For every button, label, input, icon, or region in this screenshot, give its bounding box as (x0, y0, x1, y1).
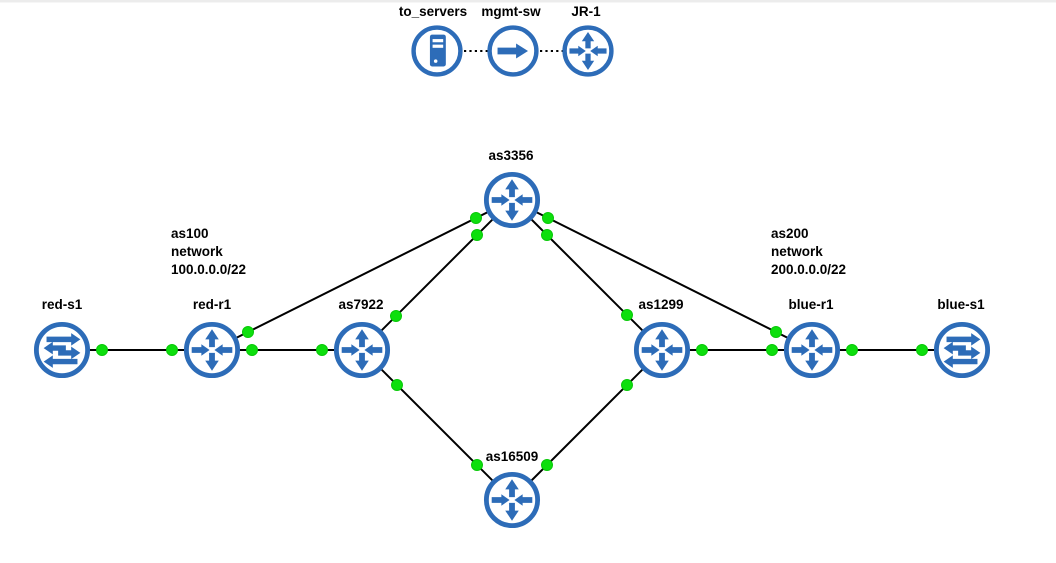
node-mgmt-sw[interactable] (490, 28, 537, 75)
node-label-as7922[interactable]: as7922 (338, 297, 383, 312)
node-label-as1299[interactable]: as1299 (638, 297, 683, 312)
node-label-red-r1[interactable]: red-r1 (193, 297, 232, 312)
labels-layer: to_servers mgmt-sw JR-1 as3356 red-s1 re… (42, 4, 985, 464)
annotation-line: as100 (171, 226, 209, 241)
arrow-switch-icon (490, 28, 537, 75)
annotation-line: 200.0.0.0/22 (771, 262, 846, 277)
annotation-as200[interactable]: as200 network 200.0.0.0/22 (771, 226, 846, 277)
port-status-dot (541, 459, 553, 471)
node-blue-r1[interactable] (786, 324, 837, 375)
port-status-dot (166, 344, 178, 356)
port-status-dot (696, 344, 708, 356)
port-status-dot (621, 309, 633, 321)
annotation-line: as200 (771, 226, 809, 241)
node-label-as3356[interactable]: as3356 (488, 148, 534, 163)
toolbar-bottom-edge (0, 0, 1056, 3)
link-as7922--as3356[interactable] (361, 199, 513, 351)
port-status-dot (390, 310, 402, 322)
router-icon (565, 28, 612, 75)
port-status-dot (541, 229, 553, 241)
port-status-layer (96, 212, 928, 471)
node-red-r1[interactable] (186, 324, 237, 375)
annotation-as100[interactable]: as100 network 100.0.0.0/22 (171, 226, 246, 277)
port-status-dot (391, 379, 403, 391)
node-as7922[interactable] (336, 324, 387, 375)
router-icon (636, 324, 687, 375)
annotation-line: network (771, 244, 823, 259)
ethernet-switch-icon (36, 324, 87, 375)
port-status-dot (770, 326, 782, 338)
annotation-line: 100.0.0.0/22 (171, 262, 246, 277)
port-status-dot (471, 459, 483, 471)
port-status-dot (246, 344, 258, 356)
router-icon (786, 324, 837, 375)
node-label-as16509[interactable]: as16509 (486, 449, 539, 464)
annotation-line: network (171, 244, 223, 259)
node-red-s1[interactable] (36, 324, 87, 375)
port-status-dot (471, 229, 483, 241)
port-status-dot (542, 212, 554, 224)
node-label-blue-r1[interactable]: blue-r1 (788, 297, 834, 312)
port-status-dot (621, 379, 633, 391)
port-status-dot (470, 212, 482, 224)
link-as1299--as16509[interactable] (511, 349, 663, 501)
router-icon (186, 324, 237, 375)
link-as3356--blue-r1[interactable] (511, 199, 813, 351)
router-icon (486, 174, 537, 225)
port-status-dot (846, 344, 858, 356)
node-label-to_servers[interactable]: to_servers (399, 4, 467, 19)
server-icon (414, 28, 461, 75)
port-status-dot (316, 344, 328, 356)
port-status-dot (242, 326, 254, 338)
node-label-blue-s1[interactable]: blue-s1 (937, 297, 985, 312)
link-red-r1--as3356[interactable] (211, 199, 513, 351)
node-as16509[interactable] (486, 474, 537, 525)
node-label-red-s1[interactable]: red-s1 (42, 297, 83, 312)
node-blue-s1[interactable] (936, 324, 987, 375)
node-as1299[interactable] (636, 324, 687, 375)
link-as3356--as1299[interactable] (511, 199, 663, 351)
link-as7922--as16509[interactable] (361, 349, 513, 501)
node-label-JR-1[interactable]: JR-1 (571, 4, 601, 19)
router-icon (486, 474, 537, 525)
port-status-dot (916, 344, 928, 356)
port-status-dot (96, 344, 108, 356)
port-status-dot (766, 344, 778, 356)
node-label-mgmt-sw[interactable]: mgmt-sw (481, 4, 541, 19)
node-JR-1[interactable] (565, 28, 612, 75)
node-as3356[interactable] (486, 174, 537, 225)
router-icon (336, 324, 387, 375)
node-to_servers[interactable] (414, 28, 461, 75)
ethernet-switch-icon (936, 324, 987, 375)
